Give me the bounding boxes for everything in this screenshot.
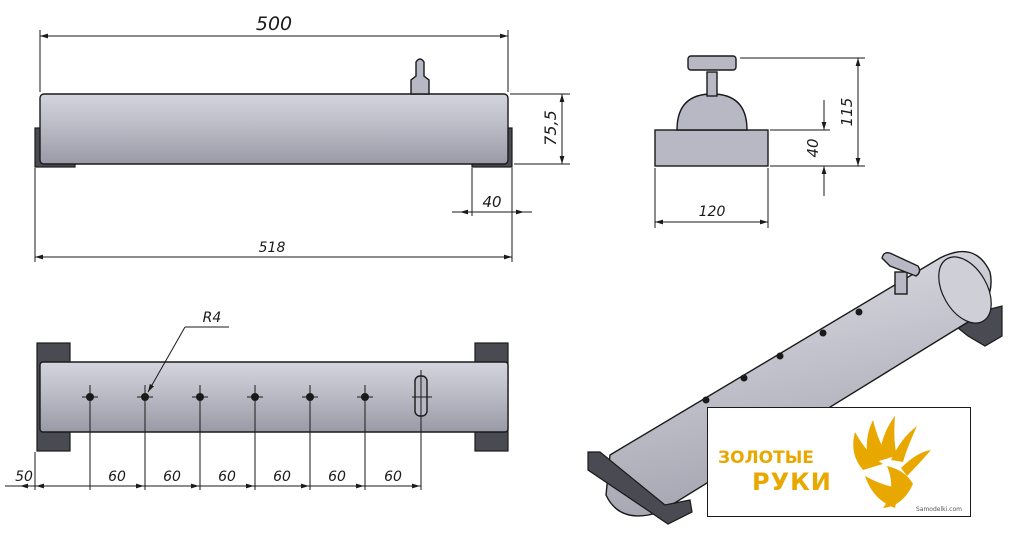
- hands-logo-icon: [853, 416, 931, 508]
- logo-small-text: Samodelki.com: [915, 506, 962, 513]
- iso-handle: [881, 251, 921, 277]
- iso-nozzle: [894, 271, 908, 295]
- dim-length-label: 500: [256, 13, 292, 35]
- side-view: 115 40 120: [654, 55, 865, 228]
- tube-body: [39, 93, 509, 165]
- logo-text-line1: ЗОЛОТЫЕ: [718, 448, 814, 468]
- logo: ЗОЛОТЫЕ РУКИ Samodelki.com: [707, 407, 971, 517]
- iso-hole: [702, 396, 710, 404]
- top-tube: [39, 361, 509, 433]
- iso-hole: [819, 329, 827, 337]
- iso-hole: [776, 352, 784, 360]
- front-view: 500 75,5 40 518: [34, 13, 570, 262]
- side-stem: [706, 71, 718, 97]
- dim-base-width-label: 120: [699, 204, 726, 220]
- hole-1: [82, 385, 98, 490]
- hole-5: [302, 385, 318, 490]
- logo-text-line2: РУКИ: [752, 468, 832, 496]
- hole-3: [192, 385, 208, 490]
- dim-height-label: 75,5: [541, 110, 560, 146]
- dim-base-height-label: 40: [804, 138, 822, 157]
- hole-6: [357, 385, 373, 490]
- dim-foot-label: 40: [482, 193, 501, 211]
- dim-first-label: 50: [15, 469, 33, 485]
- hole-4: [247, 385, 263, 490]
- dim-spacing-label: 60: [108, 469, 126, 485]
- dim-overall-label: 518: [259, 240, 286, 256]
- isometric-view: [587, 250, 1003, 525]
- iso-hole: [855, 308, 863, 316]
- dim-spacing-label: 60: [273, 469, 291, 485]
- dim-total-height-label: 115: [838, 98, 856, 127]
- dim-spacing-label: 60: [218, 469, 236, 485]
- iso-end-cap: [938, 256, 992, 324]
- nozzle: [410, 58, 430, 95]
- dim-spacing-label: 60: [163, 469, 181, 485]
- radius-label: R4: [203, 310, 222, 326]
- hole-2: [137, 385, 153, 490]
- side-handle: [687, 55, 737, 71]
- side-dome: [676, 93, 748, 131]
- iso-left-foot: [587, 451, 693, 525]
- iso-hole: [740, 374, 748, 382]
- side-base: [654, 129, 769, 167]
- dim-spacing-label: 60: [328, 469, 346, 485]
- top-view: R4 50 60 60 60 60 60 60: [5, 310, 509, 490]
- dim-spacing-label: 60: [384, 469, 402, 485]
